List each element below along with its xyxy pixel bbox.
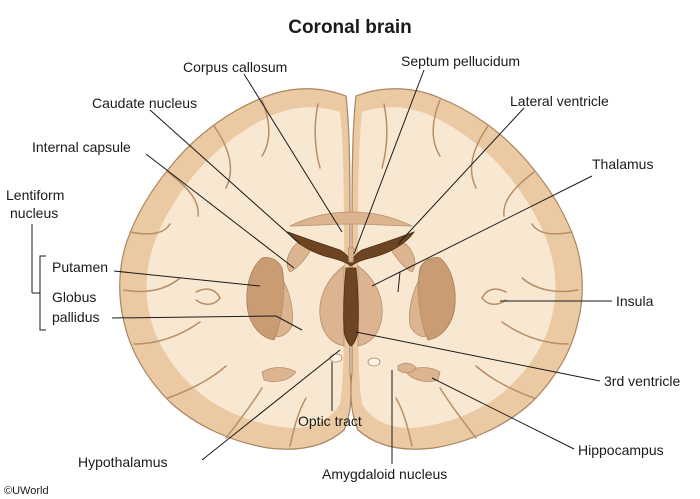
leader-hypothalamus [201, 349, 341, 461]
left-sulcus [289, 397, 307, 447]
left-sulcus [167, 171, 199, 217]
label-putamen: Putamen [52, 259, 108, 275]
left-sulcus [133, 321, 201, 345]
label-third-ventricle: 3rd ventricle [604, 373, 680, 389]
third-ventricle-structure [343, 267, 359, 347]
leader-thalamus-2 [371, 271, 401, 287]
left-putamen [246, 257, 285, 341]
left-hippocampus [261, 367, 297, 382]
left-sulcus [314, 103, 321, 169]
left-sulcus [129, 223, 171, 235]
right-thalamus [357, 265, 383, 347]
right-optic-tract [367, 357, 381, 367]
leader-corpus-callosum [243, 73, 343, 233]
leader-septum-pellucidum [353, 69, 425, 255]
right-sulcus [521, 277, 579, 293]
leader-internal-capsule [145, 153, 295, 269]
labels: Corpus callosum Septum pellucidum Caudat… [6, 53, 680, 482]
left-sulcus [225, 387, 263, 439]
left-optic-tract [329, 353, 343, 363]
right-putamen [417, 257, 456, 341]
leader-lateral-ventricle [397, 107, 525, 245]
leader-putamen [113, 270, 261, 287]
label-hippocampus: Hippocampus [578, 442, 664, 458]
label-septum-pellucidum: Septum pellucidum [401, 53, 520, 69]
label-lentiform-line2: nucleus [10, 205, 58, 221]
leader-caudate-nucleus [149, 109, 301, 245]
label-hypothalamus: Hypothalamus [78, 454, 168, 470]
right-amygdala [397, 362, 417, 374]
label-optic-tract: Optic tract [298, 413, 362, 429]
leader-hippocampus [431, 377, 575, 450]
right-sulcus [439, 387, 477, 439]
corpus-callosum [289, 211, 413, 227]
right-sulcus [501, 321, 569, 345]
lentiform-bracket [39, 255, 46, 331]
right-globus-pallidus [409, 281, 427, 337]
lateral-ventricles [286, 231, 416, 267]
leader-globus-1 [111, 315, 277, 319]
credit-text: ©UWorld [4, 485, 49, 497]
label-caudate-nucleus: Caudate nucleus [92, 95, 197, 111]
right-insula-fold [481, 288, 507, 305]
label-amygdaloid-nucleus: Amygdaloid nucleus [322, 466, 447, 482]
leader-lines [31, 69, 612, 464]
label-lateral-ventricle: Lateral ventricle [510, 93, 609, 109]
left-sulcus [213, 125, 232, 189]
label-lentiform-line1: Lentiform [6, 187, 64, 203]
left-white-matter [146, 107, 344, 428]
left-sulcus [167, 365, 227, 399]
label-globus-line2: pallidus [52, 309, 99, 325]
left-thalamus [319, 265, 345, 347]
right-sulcus [503, 171, 535, 217]
right-sulcus [531, 223, 573, 235]
label-corpus-callosum: Corpus callosum [183, 59, 287, 75]
right-sulcus [470, 125, 489, 189]
label-thalamus: Thalamus [592, 156, 653, 172]
right-sulcus [395, 397, 413, 447]
right-white-matter [358, 107, 556, 428]
label-globus-line1: Globus [52, 289, 96, 305]
right-sulcus [432, 99, 441, 157]
diagram-title: Coronal brain [288, 17, 412, 38]
right-sulcus [475, 365, 535, 399]
brain-illustration [119, 88, 583, 450]
leader-thalamus-1 [399, 175, 593, 273]
label-insula: Insula [616, 293, 654, 309]
leader-third-ventricle [355, 331, 601, 382]
left-sulcus [123, 277, 181, 293]
leader-globus-2 [275, 315, 303, 331]
leader-thalamus-3 [397, 271, 401, 293]
septum-pellucidum-structure [347, 247, 355, 263]
label-internal-capsule: Internal capsule [32, 139, 131, 155]
left-insula-fold [195, 288, 221, 305]
right-sulcus [381, 103, 388, 169]
